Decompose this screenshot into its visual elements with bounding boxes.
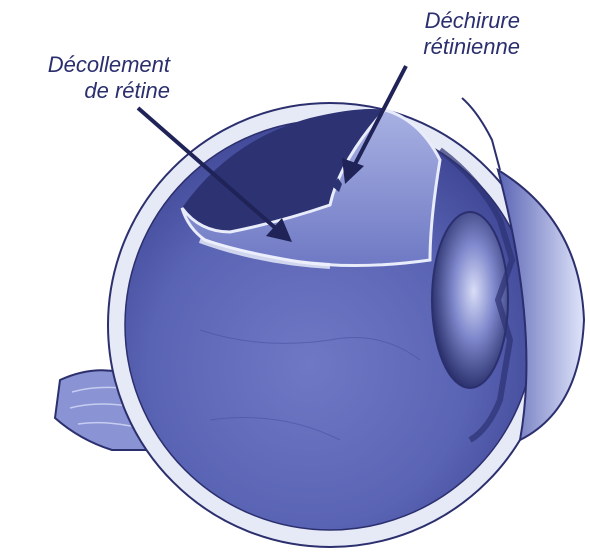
label-detachment-line-1: Décollement — [0, 52, 170, 78]
label-tear-line-1: Déchirure — [360, 8, 520, 34]
label-retinal-detachment: Décollement de rétine — [0, 52, 170, 104]
label-detachment-line-2: de rétine — [0, 78, 170, 104]
label-retinal-tear: Déchirure rétinienne — [360, 8, 520, 60]
label-tear-line-2: rétinienne — [360, 34, 520, 60]
